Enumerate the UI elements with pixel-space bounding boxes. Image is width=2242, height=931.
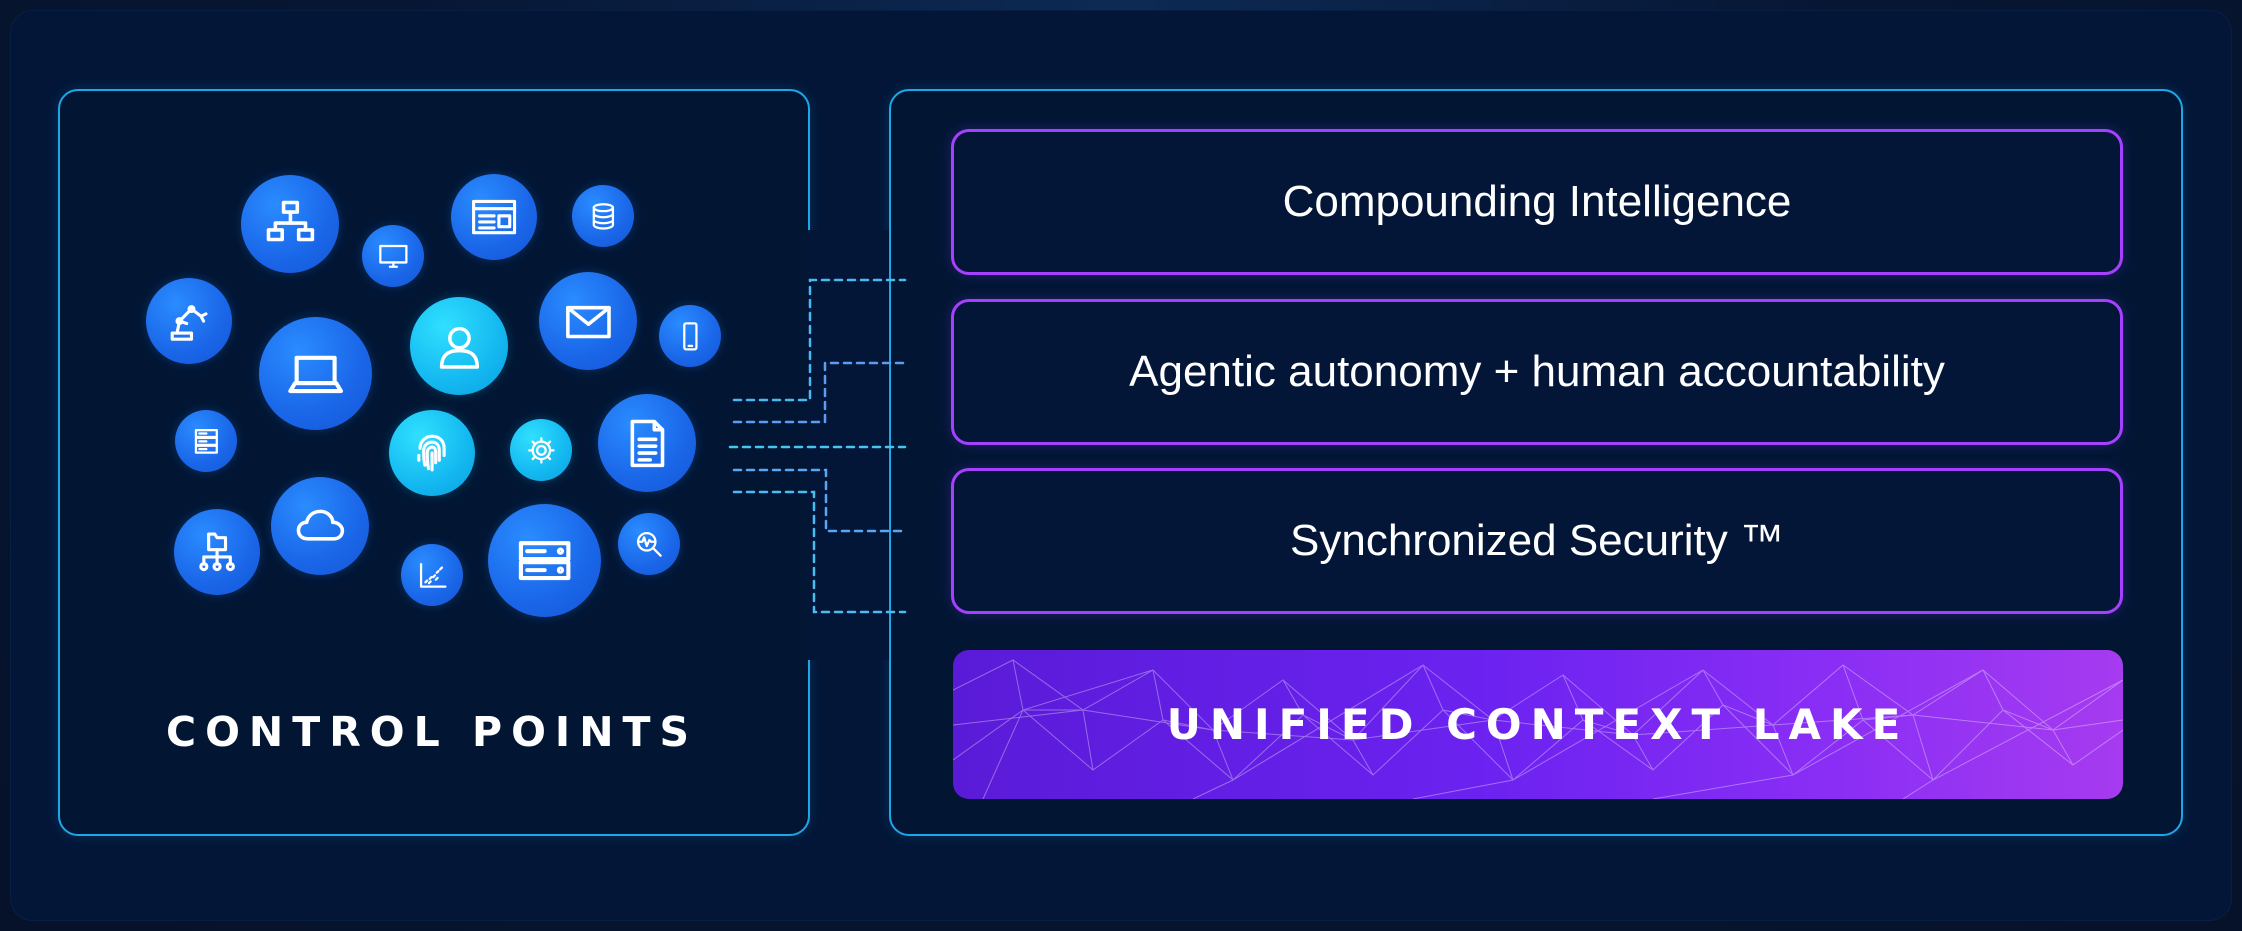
database-icon bbox=[572, 185, 634, 247]
tier-synchronized-security: Synchronized Security ™ bbox=[951, 468, 2123, 614]
document-icon bbox=[598, 394, 696, 492]
folder-network-icon bbox=[174, 509, 260, 595]
tier-agentic-autonomy: Agentic autonomy + human accountability bbox=[951, 299, 2123, 445]
connector-lines bbox=[728, 278, 907, 614]
mobile-phone-icon bbox=[659, 305, 721, 367]
tier-compounding-intelligence: Compounding Intelligence bbox=[951, 129, 2123, 275]
monitor-icon bbox=[362, 225, 424, 287]
network-hierarchy-icon bbox=[241, 175, 339, 273]
search-analytics-icon bbox=[618, 513, 680, 575]
panel-gap bbox=[807, 230, 889, 660]
connector-line-4 bbox=[732, 468, 907, 533]
user-icon bbox=[410, 297, 508, 395]
mail-icon bbox=[539, 272, 637, 370]
fingerprint-icon bbox=[389, 410, 475, 496]
scatter-chart-icon bbox=[401, 544, 463, 606]
connector-line-5 bbox=[732, 490, 907, 614]
connector-line-1 bbox=[732, 278, 907, 402]
control-points-title: CONTROL POINTS bbox=[165, 708, 699, 756]
control-points-cluster bbox=[58, 89, 806, 832]
server-rack-icon bbox=[488, 504, 601, 617]
connector-line-2 bbox=[732, 361, 907, 424]
robot-arm-icon bbox=[146, 278, 232, 364]
cloud-icon bbox=[271, 477, 369, 575]
unified-context-lake: UNIFIED CONTEXT LAKE bbox=[953, 650, 2123, 799]
laptop-icon bbox=[259, 317, 372, 430]
browser-window-icon bbox=[451, 174, 537, 260]
gear-icon bbox=[510, 419, 572, 481]
unified-context-lake-title: UNIFIED CONTEXT LAKE bbox=[1166, 700, 1910, 749]
lake-mesh-pattern bbox=[953, 659, 2123, 799]
server-icon bbox=[175, 410, 237, 472]
